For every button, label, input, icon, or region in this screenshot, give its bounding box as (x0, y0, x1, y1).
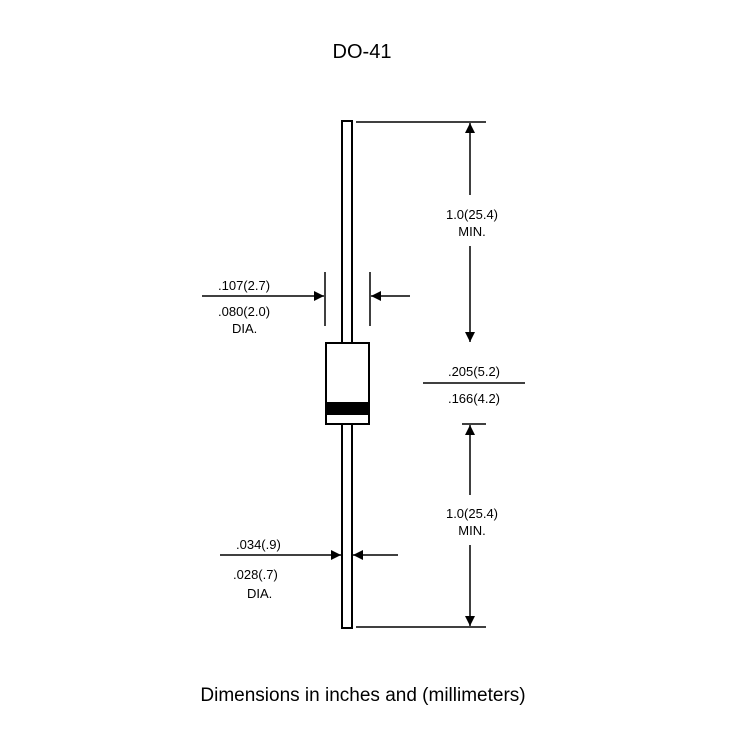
top-lead-length-value: 1.0(25.4) (446, 207, 498, 222)
diagram-title: DO-41 (333, 41, 392, 63)
body-length-min: .166(4.2) (448, 391, 500, 406)
lead-diameter-suffix: DIA. (247, 586, 272, 601)
lead-diameter-max: .034(.9) (236, 537, 281, 552)
diode-component (325, 120, 370, 629)
cathode-band (327, 402, 368, 415)
body-diameter-max: .107(2.7) (218, 278, 270, 293)
bottom-lead (341, 423, 353, 629)
body-diameter-suffix: DIA. (232, 321, 257, 336)
units-caption: Dimensions in inches and (millimeters) (200, 685, 525, 706)
body-length-max: .205(5.2) (448, 364, 500, 379)
lead-diameter-min: .028(.7) (233, 567, 278, 582)
top-lead-length-suffix: MIN. (458, 224, 485, 239)
bottom-lead-length-suffix: MIN. (458, 523, 485, 538)
top-lead (341, 120, 353, 344)
bottom-lead-length-value: 1.0(25.4) (446, 506, 498, 521)
extension-lines (324, 121, 525, 628)
body-diameter-min: .080(2.0) (218, 304, 270, 319)
